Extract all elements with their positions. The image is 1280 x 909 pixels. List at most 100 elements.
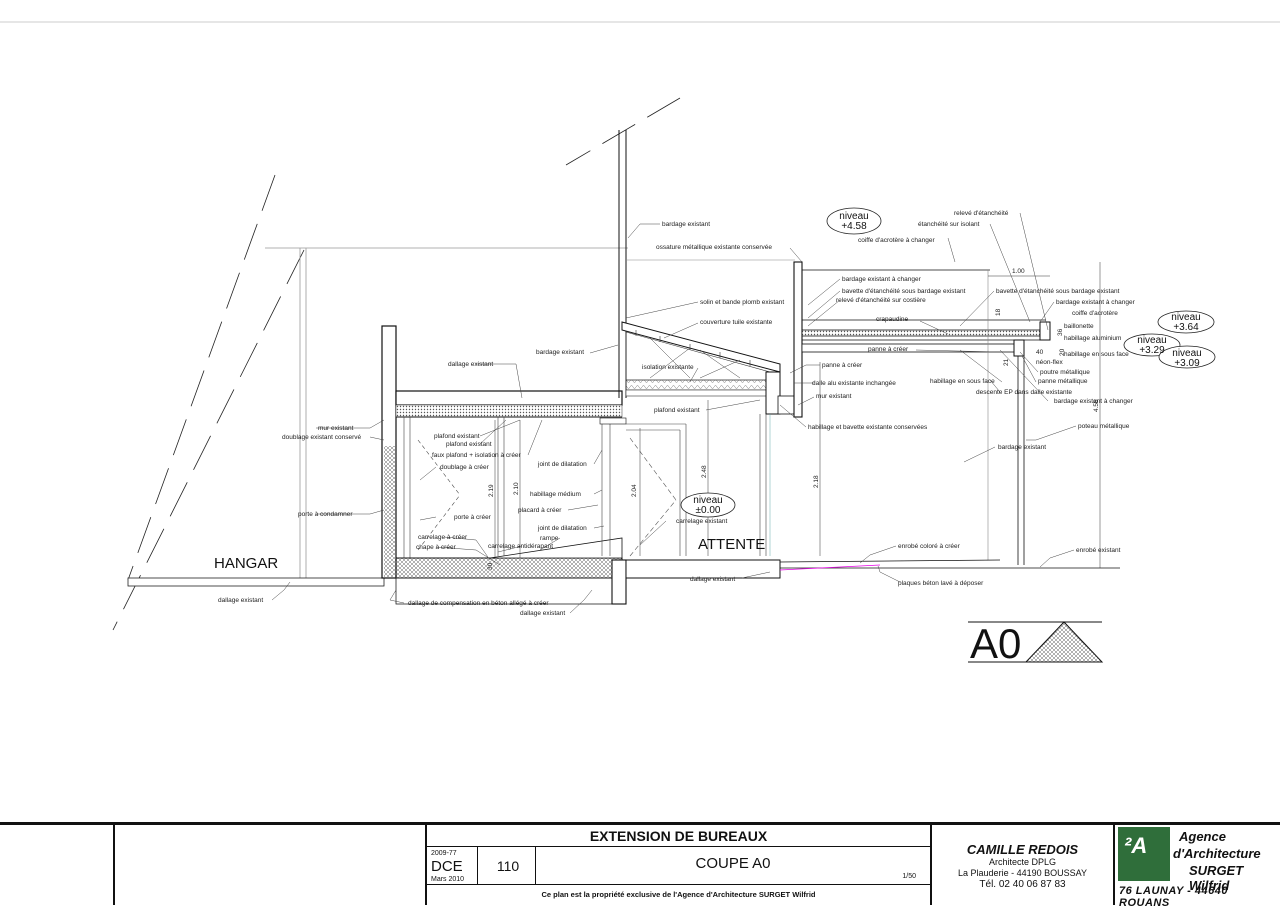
- agency-line3: SURGET Wilfrid: [1189, 863, 1244, 893]
- d-21-label: 21: [1003, 358, 1010, 366]
- project-title: EXTENSION DE BUREAUX: [425, 825, 930, 847]
- ground-right: [779, 559, 1120, 571]
- dalle-alu-label: dalle alu existante inchangée: [812, 380, 896, 387]
- mur-existant-right-label: mur existant: [816, 393, 852, 400]
- coiffe-acrotere-label: coiffe d'acrotère: [1072, 310, 1118, 317]
- panne-metallique-label: panne métallique: [1038, 378, 1088, 385]
- habillage-sous-face-1-label: habillage en sous face: [1064, 351, 1129, 358]
- sheet-number: 110: [477, 847, 538, 885]
- sheet-title-cell: COUPE A0 1/50: [535, 847, 930, 885]
- habillage-medium-label: habillage médium: [530, 491, 581, 498]
- niveau-000-label: niveau: [693, 495, 722, 506]
- bavette-etancheite-1-label: bavette d'étanchéité sous bardage exista…: [842, 288, 966, 295]
- ownership-note: Ce plan est la propriété exclusive de l'…: [425, 885, 930, 905]
- architect-block: CAMILLE REDOIS Architecte DPLG La Plaude…: [930, 825, 1113, 905]
- faux-plafond-label: faux plafond + isolation à créer: [432, 452, 522, 459]
- phase: DCE: [431, 858, 463, 875]
- bardage-existant-right-label: bardage existant: [998, 444, 1046, 451]
- dallage-existant-bottom-label: dallage existant: [520, 610, 565, 617]
- joint-dilatation-1-label: joint de dilatation: [537, 461, 587, 468]
- descente-ep-label: descente EP dans dalle existante: [976, 389, 1072, 396]
- coiffe-acrotere-changer-label: coiffe d'acrotère à changer: [858, 237, 935, 244]
- roof-structure: [618, 130, 799, 556]
- plafond-existant-2-label: plafond existant: [434, 433, 480, 440]
- d-218-label: 2.18: [813, 475, 820, 488]
- d-204-label: 2.04: [631, 484, 638, 497]
- dallage-existant-left-label: dallage existant: [218, 597, 263, 604]
- left-wall: [381, 325, 781, 605]
- niveau-309-v-label: +3.09: [1174, 358, 1200, 369]
- d-100-label: 1.00: [1012, 268, 1025, 275]
- ground-left: [127, 577, 385, 587]
- sheet-title: COUPE A0: [695, 855, 771, 872]
- d-219-label: 2.19: [488, 484, 495, 497]
- releve-etancheite-label: relevé d'étanchéité: [954, 210, 1009, 217]
- poutre-metallique-label: poutre métallique: [1040, 369, 1090, 376]
- crapaudine-label: crapaudine: [876, 316, 909, 323]
- d-20-label: 20: [1059, 348, 1066, 356]
- rampe-label: rampe: [540, 535, 559, 542]
- habillage-bavette-label: habillage et bavette existante conservée…: [808, 424, 928, 431]
- enrobe-colore-label: enrobé coloré à créer: [898, 543, 961, 550]
- enrobe-existant-label: enrobé existant: [1076, 547, 1121, 554]
- agency-logo-icon: ²A: [1118, 827, 1170, 881]
- dallage-existant-mid-label: dallage existant: [690, 576, 735, 583]
- door-left: [417, 439, 461, 551]
- neon-flex-label: néon-flex: [1036, 359, 1063, 366]
- d-18-label: 18: [995, 308, 1002, 316]
- porte-condamner-label: porte à condamner: [298, 511, 353, 518]
- niveau-458-label: niveau: [839, 211, 868, 222]
- d-30-label: 30: [487, 562, 494, 570]
- canopy-structure: [793, 261, 1051, 565]
- client-name: CAMILLE REDOIS: [966, 842, 1079, 857]
- dallage-existant-top-label: dallage existant: [448, 361, 493, 368]
- d-458-label: 4.58: [1093, 399, 1100, 412]
- bardage-changer-1-label: bardage existant à changer: [842, 276, 922, 283]
- annotation-labels: bardage existant ossature métallique exis…: [214, 210, 1202, 667]
- agency-logo-block: ²A Agence d'Architecture SURGET Wilfrid …: [1113, 825, 1280, 909]
- couverture-tuile-label: couverture tuile existante: [700, 319, 773, 326]
- section-drawing: bardage existant ossature métallique exis…: [0, 21, 1280, 667]
- bardage-existant-mid-label: bardage existant: [536, 349, 584, 356]
- plaques-beton-label: plaques béton lavé à déposer: [898, 580, 984, 587]
- dimension-lines: [494, 262, 1101, 568]
- niveau-364-label: niveau: [1171, 312, 1200, 323]
- habillage-sous-face-2-label: habillage en sous face: [930, 378, 995, 385]
- etancheite-isolant-label: étanchéité sur isolant: [918, 221, 980, 228]
- dallage-compensation-label: dallage de compensation en béton allégé …: [408, 600, 549, 607]
- leader-lines: [271, 212, 1077, 614]
- niveau-309-label: niveau: [1172, 348, 1201, 359]
- date: Mars 2010: [431, 876, 465, 883]
- hangar-label: HANGAR: [214, 555, 278, 572]
- sheet-meta: 2009-77 DCE Mars 2010 110: [425, 847, 535, 885]
- interior-partitions: [497, 417, 687, 556]
- poteau-metallique-label: poteau métallique: [1078, 423, 1130, 430]
- bardage-changer-3-label: bardage existant à changer: [1054, 398, 1134, 405]
- d-40-label: 40: [1036, 349, 1044, 356]
- agency-line1: Agence: [1179, 829, 1226, 844]
- placard-creer-label: placard à créer: [518, 507, 562, 514]
- level-markers: [680, 207, 1216, 518]
- section-mark-label: A0: [970, 620, 1021, 667]
- chape-creer-label: chape à créer: [416, 544, 457, 551]
- solin-label: solin et bande plomb existant: [700, 299, 784, 306]
- ossature-label: ossature métallique existante conservée: [656, 244, 772, 251]
- niveau-329-label: niveau: [1137, 335, 1166, 346]
- habillage-alu-label: habillage aluminium: [1064, 335, 1121, 342]
- doublage-creer-label: doublage à créer: [440, 464, 490, 471]
- section-mark-a0: [968, 621, 1104, 663]
- niveau-364-v-label: +3.64: [1173, 322, 1199, 333]
- panne-creer-2-label: panne à créer: [822, 362, 863, 369]
- porte-creer-label: porte à créer: [454, 514, 492, 521]
- attente-label: ATTENTE: [698, 536, 765, 553]
- client-address: La Plauderie - 44190 BOUSSAY: [958, 868, 1087, 878]
- plafond-existant-3-label: plafond existant: [446, 441, 492, 448]
- niveau-329-v-label: +3.29: [1139, 345, 1165, 356]
- carrelage-antiderapant-label: carrelage antidérapant: [488, 543, 553, 550]
- releve-costiere-label: relevé d'étanchéité sur costière: [836, 297, 926, 304]
- bardage-existant-top-label: bardage existant: [662, 221, 710, 228]
- d-36-label: 36: [1057, 328, 1064, 336]
- scale: 1/50: [902, 873, 916, 880]
- mur-existant-left-label: mur existant: [318, 425, 354, 432]
- client-phone: Tél. 02 40 06 87 83: [979, 879, 1066, 890]
